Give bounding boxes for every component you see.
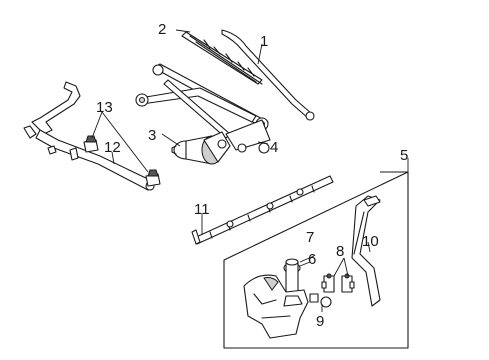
washer-reservoir xyxy=(243,274,309,339)
callout-10: 10 xyxy=(362,233,379,250)
grommet xyxy=(309,293,332,308)
washer-nozzle-right xyxy=(145,169,161,187)
washer-hose-harness xyxy=(191,175,334,245)
leader-lines xyxy=(91,29,371,312)
callout-3: 3 xyxy=(148,127,156,144)
reservoir-filler-neck xyxy=(285,258,299,297)
reservoir-assembly-frame xyxy=(223,158,409,349)
callout-12: 12 xyxy=(104,139,121,156)
callout-4: 4 xyxy=(270,139,278,156)
callout-8: 8 xyxy=(336,243,344,260)
washer-hose xyxy=(23,81,155,191)
callout-13: 13 xyxy=(96,99,113,116)
callout-6: 6 xyxy=(308,251,316,268)
wiper-arm xyxy=(221,29,315,121)
wiper-motor xyxy=(171,131,231,165)
wiper-blade xyxy=(181,31,263,85)
fill-tube xyxy=(351,195,381,307)
callout-7: 7 xyxy=(306,229,314,246)
callout-11: 11 xyxy=(194,201,210,218)
washer-pump-left xyxy=(321,273,335,293)
washer-pump-right xyxy=(341,273,355,293)
washer-nozzle-left xyxy=(83,135,99,153)
callout-9: 9 xyxy=(316,313,324,330)
callout-5: 5 xyxy=(400,147,408,164)
callout-1: 1 xyxy=(260,33,268,50)
callout-2: 2 xyxy=(158,21,166,38)
